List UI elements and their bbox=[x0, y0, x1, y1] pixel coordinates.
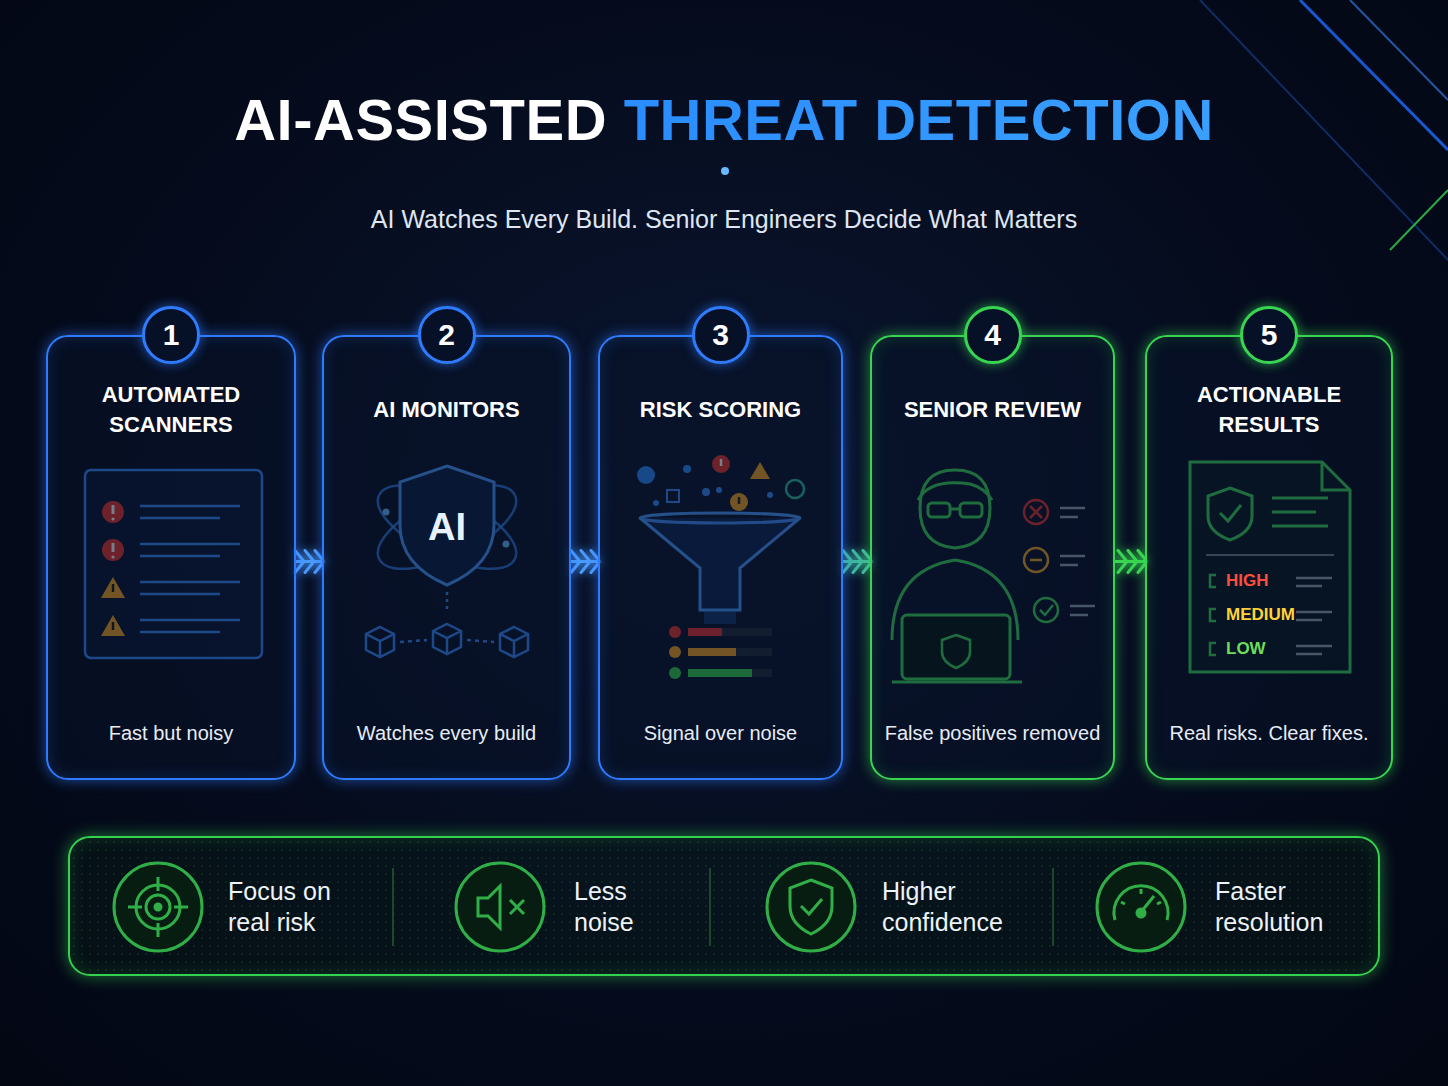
step-caption: Fast but noisy bbox=[48, 721, 294, 745]
step-caption: Real risks. Clear fixes. bbox=[1147, 721, 1391, 745]
benefit-text: Focus on real risk bbox=[228, 876, 348, 938]
step-heading: AI MONITORS bbox=[347, 395, 547, 425]
connector-path bbox=[571, 551, 600, 573]
severity-label: HIGH bbox=[1226, 571, 1269, 591]
subtitle: AI Watches Every Build. Senior Engineers… bbox=[0, 200, 1448, 238]
step-number: 4 bbox=[964, 306, 1022, 364]
flow-connector bbox=[1115, 551, 1147, 573]
severity-label: MEDIUM bbox=[1226, 605, 1295, 625]
step-heading: SENIOR REVIEW bbox=[893, 395, 1093, 425]
step-number-text: 1 bbox=[163, 320, 180, 350]
severity-label: LOW bbox=[1226, 639, 1266, 659]
icon-line bbox=[1350, 0, 1448, 100]
step-caption: Watches every build bbox=[324, 721, 569, 745]
step-number-text: 2 bbox=[438, 320, 455, 350]
icon-line bbox=[520, 170, 970, 172]
step-number: 2 bbox=[418, 306, 476, 364]
step-card: ACTIONABLE RESULTS Real risks. Clear fixe… bbox=[1145, 335, 1393, 780]
connector-path bbox=[295, 551, 324, 573]
step-number: 5 bbox=[1240, 306, 1298, 364]
step-heading: AUTOMATED SCANNERS bbox=[71, 380, 271, 440]
benefit-text: Less noise bbox=[574, 876, 654, 938]
title-rule bbox=[520, 167, 970, 175]
icon-line bbox=[1390, 190, 1448, 250]
diagram-title: AI-ASSISTED THREAT DETECTION bbox=[0, 84, 1448, 156]
step-heading: ACTIONABLE RESULTS bbox=[1169, 380, 1369, 440]
shield-label: AI bbox=[428, 505, 466, 549]
flow-connector bbox=[571, 551, 600, 573]
step-caption: False positives removed bbox=[872, 721, 1113, 745]
step-caption: Signal over noise bbox=[600, 721, 841, 745]
step-card: SENIOR REVIEWFalse positives removed4 bbox=[870, 335, 1115, 780]
benefit-text: Faster resolution bbox=[1215, 876, 1340, 938]
corner-streaks bbox=[1200, 0, 1448, 260]
icon-line bbox=[1200, 0, 1448, 260]
step-heading: RISK SCORING bbox=[621, 395, 821, 425]
title-text: AI-ASSISTED THREAT DETECTION bbox=[234, 87, 1214, 152]
flow-connector bbox=[843, 551, 872, 573]
step-number: 1 bbox=[142, 306, 200, 364]
flow-connector bbox=[295, 551, 324, 573]
benefits-band: Focus on real risk Less noise Higher confi… bbox=[68, 836, 1380, 976]
step-number-text: 4 bbox=[984, 320, 1001, 350]
icon-circle bbox=[721, 167, 729, 175]
step-number: 3 bbox=[692, 306, 750, 364]
step-card: AI MONITORSWatches every build2 bbox=[322, 335, 571, 780]
step-card: AUTOMATED SCANNERSFast but noisy1 bbox=[46, 335, 296, 780]
connector-path bbox=[843, 551, 872, 573]
benefit-text: Higher confidence bbox=[882, 876, 1032, 938]
step-card: RISK SCORINGSignal over noise3 bbox=[598, 335, 843, 780]
connector-path bbox=[1115, 551, 1147, 573]
step-number-text: 5 bbox=[1261, 320, 1278, 350]
step-number-text: 3 bbox=[712, 320, 729, 350]
